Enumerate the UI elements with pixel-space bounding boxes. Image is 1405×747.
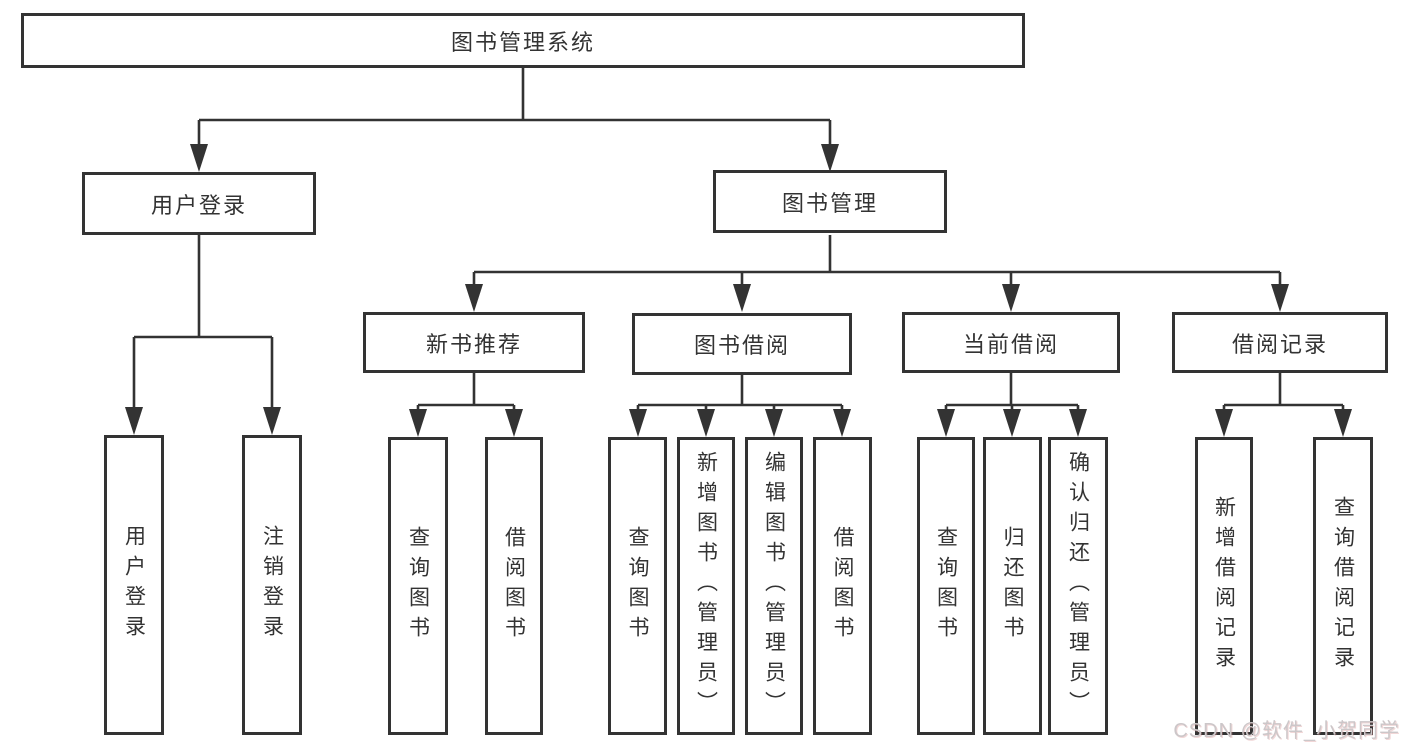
node-book-management-label: 图书管理 xyxy=(781,190,878,216)
node-current-borrow: 当前借阅 xyxy=(902,312,1120,373)
leaf-add-books-admin: 新增图书（管理员） xyxy=(677,437,735,735)
leaf-return-books-label: 归还图书 xyxy=(1001,526,1024,646)
node-root: 图书管理系统 xyxy=(21,13,1025,68)
leaf-user-login: 用户登录 xyxy=(104,435,164,735)
leaf-borrow-books: 借阅图书 xyxy=(813,437,872,735)
node-book-management: 图书管理 xyxy=(713,170,947,233)
leaf-confirm-return-admin-label: 确认归还（管理员） xyxy=(1066,451,1090,721)
connector-book-borrow-to-leaves xyxy=(629,375,851,437)
leaf-recommend-borrow-books-label: 借阅图书 xyxy=(502,526,526,646)
leaf-query-borrow-record-label: 查询借阅记录 xyxy=(1331,496,1355,676)
leaf-logout: 注销登录 xyxy=(242,435,302,735)
connector-new-book-recommend-to-leaves xyxy=(409,373,523,437)
node-root-label: 图书管理系统 xyxy=(450,29,595,55)
leaf-recommend-query-books: 查询图书 xyxy=(388,437,448,735)
node-book-borrow: 图书借阅 xyxy=(632,313,852,375)
leaf-edit-books-admin-label: 编辑图书（管理员） xyxy=(762,451,786,721)
connector-current-borrow-to-leaves xyxy=(937,373,1087,437)
connector-borrow-records-to-leaves xyxy=(1215,373,1352,437)
node-book-borrow-label: 图书借阅 xyxy=(693,333,790,358)
leaf-edit-books-admin: 编辑图书（管理员） xyxy=(745,437,803,735)
leaf-add-borrow-record-label: 新增借阅记录 xyxy=(1212,496,1236,676)
leaf-borrow-query-books-label: 查询图书 xyxy=(626,526,649,646)
node-user-login: 用户登录 xyxy=(82,172,316,235)
node-new-book-recommend: 新书推荐 xyxy=(363,312,585,373)
leaf-current-query-books-label: 查询图书 xyxy=(934,526,958,646)
leaf-borrow-books-label: 借阅图书 xyxy=(831,526,854,646)
leaf-recommend-borrow-books: 借阅图书 xyxy=(485,437,543,735)
leaf-current-query-books: 查询图书 xyxy=(917,437,975,735)
connector-root-to-level2 xyxy=(190,68,839,172)
connector-book-management-to-level3 xyxy=(465,235,1289,312)
node-user-login-label: 用户登录 xyxy=(150,192,247,218)
node-borrow-records-label: 借阅记录 xyxy=(1231,331,1328,357)
node-current-borrow-label: 当前借阅 xyxy=(962,331,1059,357)
node-new-book-recommend-label: 新书推荐 xyxy=(425,331,522,357)
leaf-logout-label: 注销登录 xyxy=(260,525,284,645)
leaf-add-borrow-record: 新增借阅记录 xyxy=(1195,437,1253,735)
leaf-add-books-admin-label: 新增图书（管理员） xyxy=(694,451,718,721)
leaf-recommend-query-books-label: 查询图书 xyxy=(406,526,430,646)
leaf-confirm-return-admin: 确认归还（管理员） xyxy=(1048,437,1108,735)
leaf-user-login-label: 用户登录 xyxy=(122,525,146,645)
leaf-borrow-query-books: 查询图书 xyxy=(608,437,667,735)
csdn-watermark: CSDN @软件_小贺同学 xyxy=(1173,720,1400,742)
leaf-query-borrow-record: 查询借阅记录 xyxy=(1313,437,1373,735)
connector-user-login-to-leaves xyxy=(125,235,281,435)
node-borrow-records: 借阅记录 xyxy=(1172,312,1388,373)
leaf-return-books: 归还图书 xyxy=(983,437,1042,735)
